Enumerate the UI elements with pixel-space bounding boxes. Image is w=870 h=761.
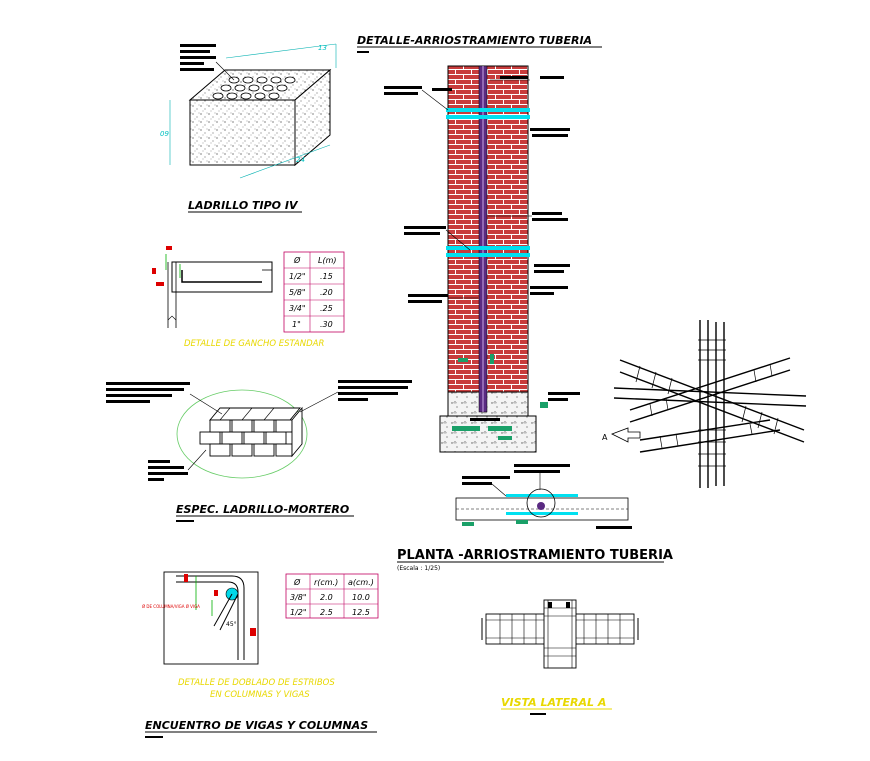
brick-height-label: 09 — [160, 130, 169, 138]
stirrup-table-cell: 2.5 — [320, 608, 333, 617]
planta-title: PLANTA -ARRIOSTRAMIENTO TUBERIA — [397, 548, 673, 563]
plan-detail-drawing — [455, 464, 632, 529]
arriostramiento-title: DETALLE-ARRIOSTRAMIENTO TUBERIA — [357, 34, 592, 47]
brick-width-label: 13 — [318, 44, 327, 52]
stirrup-table: Ø r(cm.) a(cm.) 3/8" 2.0 10.0 1/2" 2.5 1… — [285, 573, 379, 619]
lateral-view-drawing — [481, 599, 639, 669]
stirrup-table-cell: 1/2" — [290, 608, 307, 617]
hook-table-cell: 1/2" — [289, 272, 306, 281]
vista-title: VISTA LATERAL A — [501, 696, 606, 709]
stirrup-side-label: Ø DE COLUMNA/VIGA Ø VIGA — [142, 604, 200, 609]
hook-table-cell: .20 — [320, 288, 333, 297]
stirrup-table-cell: 12.5 — [352, 608, 370, 617]
espec-title: ESPEC. LADRILLO-MORTERO — [176, 503, 349, 516]
hook-table-cell: .25 — [320, 304, 333, 313]
hook-table-cell: .30 — [320, 320, 333, 329]
stirrup-bend-drawing: 45° Ø DE COLUMNA/VIGA Ø VIGA — [142, 571, 259, 665]
view-a-marker: A — [602, 433, 608, 442]
ladrillo-title: LADRILLO TIPO IV — [188, 199, 299, 212]
hook-detail-drawing — [152, 246, 273, 328]
hook-table-cell: 1" — [292, 320, 301, 329]
stirrup-table-header: a(cm.) — [348, 578, 374, 587]
hook-table-cell: .15 — [320, 272, 333, 281]
stirrup-angle-label: 45° — [226, 621, 237, 628]
hook-table-header-diameter: Ø — [293, 255, 301, 265]
view-a-arrow: A — [602, 427, 641, 443]
stirrup-table-header: r(cm.) — [314, 578, 338, 587]
hook-table-header-length: L(m) — [318, 256, 337, 265]
hook-table-cell: 3/4" — [289, 304, 306, 313]
hook-table: Ø L(m) 1/2" .15 5/8" .20 3/4" .25 1" .30 — [283, 251, 345, 333]
doblado-caption-line1: DETALLE DE DOBLADO DE ESTRIBOS — [178, 678, 335, 688]
planta-scale: (Escala : 1/25) — [397, 565, 440, 572]
wall-section-drawing — [384, 65, 580, 453]
gancho-caption: DETALLE DE GANCHO ESTANDAR — [184, 339, 324, 349]
column-beam-junction-3d — [613, 320, 807, 488]
encuentro-title: ENCUENTRO DE VIGAS Y COLUMNAS — [145, 719, 368, 732]
stirrup-table-cell: 2.0 — [320, 593, 333, 602]
brick-isometric-drawing: 13 09 24 — [160, 43, 337, 179]
doblado-caption-line2: EN COLUMNAS Y VIGAS — [210, 690, 310, 700]
stirrup-table-cell: 3/8" — [290, 593, 307, 602]
stirrup-table-cell: 10.0 — [352, 593, 370, 602]
stirrup-table-header: Ø — [293, 577, 301, 587]
brick-mortar-spec-drawing — [106, 380, 412, 481]
hook-table-cell: 5/8" — [289, 288, 306, 297]
brick-length-label: 24 — [296, 156, 305, 164]
